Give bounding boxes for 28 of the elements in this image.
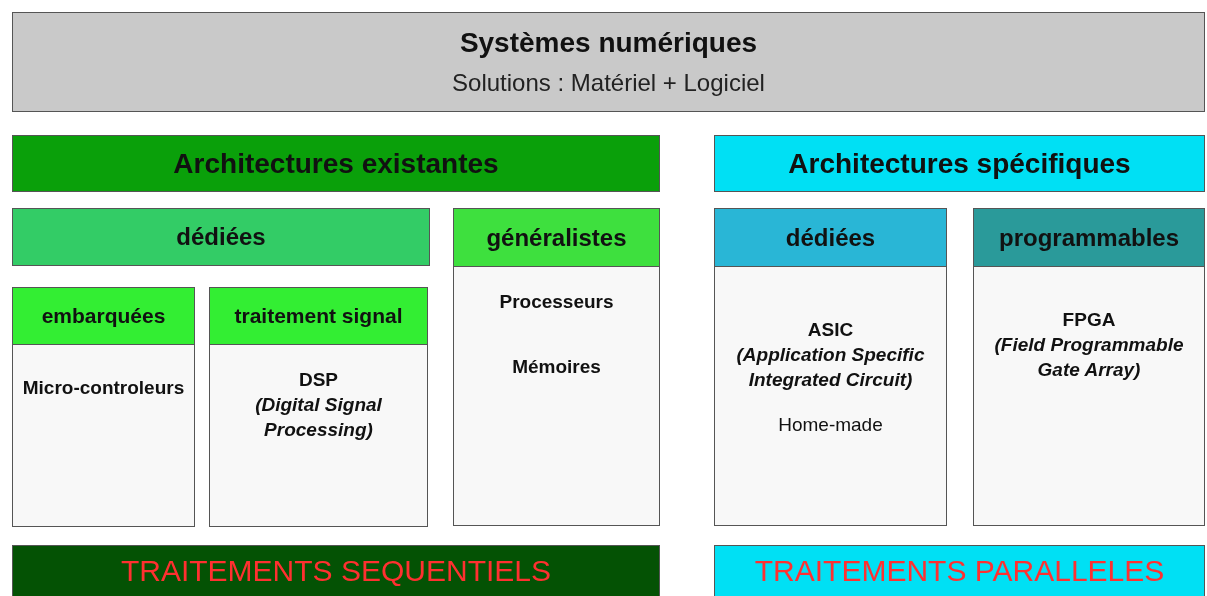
definition-text: (Digital Signal Processing) <box>254 393 383 442</box>
header-bar: généralistes <box>454 209 659 267</box>
category-panel <box>973 208 1205 526</box>
term-text: Mémoires <box>511 355 602 379</box>
header-bar: embarquées <box>13 288 194 345</box>
title-panel <box>12 12 1205 112</box>
processing-band: TRAITEMENTS PARALLELES <box>714 545 1205 596</box>
term-text: Micro-controleurs <box>21 376 186 400</box>
header-bar: dédiées <box>715 209 946 267</box>
definition-text: (Application Specific Integrated Circuit) <box>735 343 926 392</box>
category-band: dédiées <box>12 208 430 266</box>
term-text: FPGA <box>1061 308 1117 332</box>
category-panel <box>209 287 428 527</box>
subtitle-text: Solutions : Matériel + Logiciel <box>452 69 765 97</box>
note-text: Home-made <box>777 413 884 437</box>
category-band: Architectures existantes <box>12 135 660 192</box>
definition-text: (Field Programmable Gate Array) <box>993 333 1185 382</box>
term-text: Processeurs <box>498 290 615 314</box>
header-bar: traitement signal <box>210 288 427 345</box>
category-band: Architectures spécifiques <box>714 135 1205 192</box>
header-bar: programmables <box>974 209 1204 267</box>
category-panel <box>714 208 947 526</box>
title-text: Systèmes numériques <box>459 27 758 59</box>
term-text: ASIC <box>806 318 855 342</box>
category-panel <box>12 287 195 527</box>
category-panel <box>453 208 660 526</box>
term-text: DSP <box>297 368 340 392</box>
processing-band: TRAITEMENTS SEQUENTIELS <box>12 545 660 596</box>
